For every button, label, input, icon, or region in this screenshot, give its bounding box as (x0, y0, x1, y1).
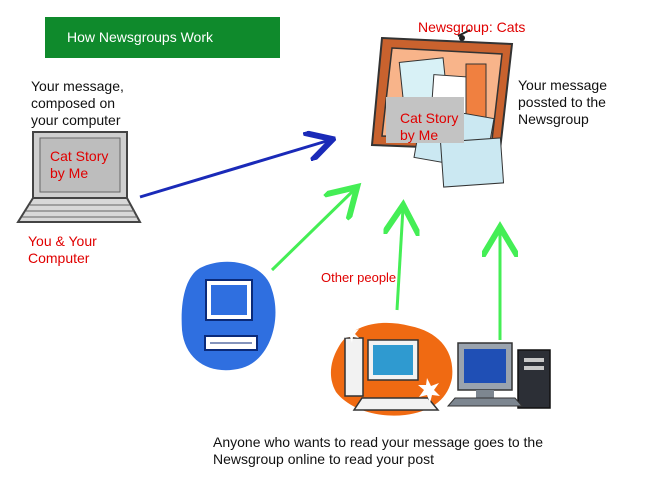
board-note-line-1: Cat Story (400, 110, 459, 126)
you-computer-line-1: You & Your (28, 233, 97, 249)
you-and-computer-label: You & Your Computer (28, 233, 97, 267)
your-message-label: Your message, composed on your computer (31, 78, 124, 129)
laptop-screen-line-2: by Me (50, 165, 89, 181)
read-arrow-middle (397, 208, 403, 311)
title-text: How Newsgroups Work (67, 29, 214, 45)
your-message-line-1: Your message, (31, 78, 124, 94)
title-banner: How Newsgroups Work (45, 17, 280, 58)
read-arrow-left (270, 189, 355, 272)
bottom-line-1: Anyone who wants to read your message go… (213, 434, 543, 450)
desktop-computer-icon (181, 261, 276, 371)
posted-line-3: Newsgroup (518, 111, 589, 127)
board-note-text: Cat Story by Me (400, 110, 458, 144)
laptop-icon (16, 131, 142, 223)
laptop-screen-line-1: Cat Story (50, 148, 109, 164)
posted-label: Your message possted to the Newsgroup (518, 77, 607, 128)
posted-line-2: possted to the (518, 94, 606, 110)
board-note-line-2: by Me (400, 127, 439, 143)
your-message-line-2: composed on (31, 95, 116, 111)
bottom-caption: Anyone who wants to read your message go… (213, 434, 543, 468)
newsgroup-label: Newsgroup: Cats (418, 19, 526, 35)
desktop-computer-icon (446, 342, 551, 409)
other-people-label: Other people (321, 270, 397, 285)
you-computer-line-2: Computer (28, 250, 90, 266)
laptop-screen-text: Cat Story by Me (50, 148, 108, 182)
posted-line-1: Your message (518, 77, 607, 93)
desktop-computer-icon (330, 322, 453, 416)
upload-arrow (139, 140, 330, 199)
bottom-line-2: Newsgroup online to read your post (213, 451, 435, 467)
your-message-line-3: your computer (31, 112, 121, 128)
bulletin-board-icon (370, 29, 514, 188)
